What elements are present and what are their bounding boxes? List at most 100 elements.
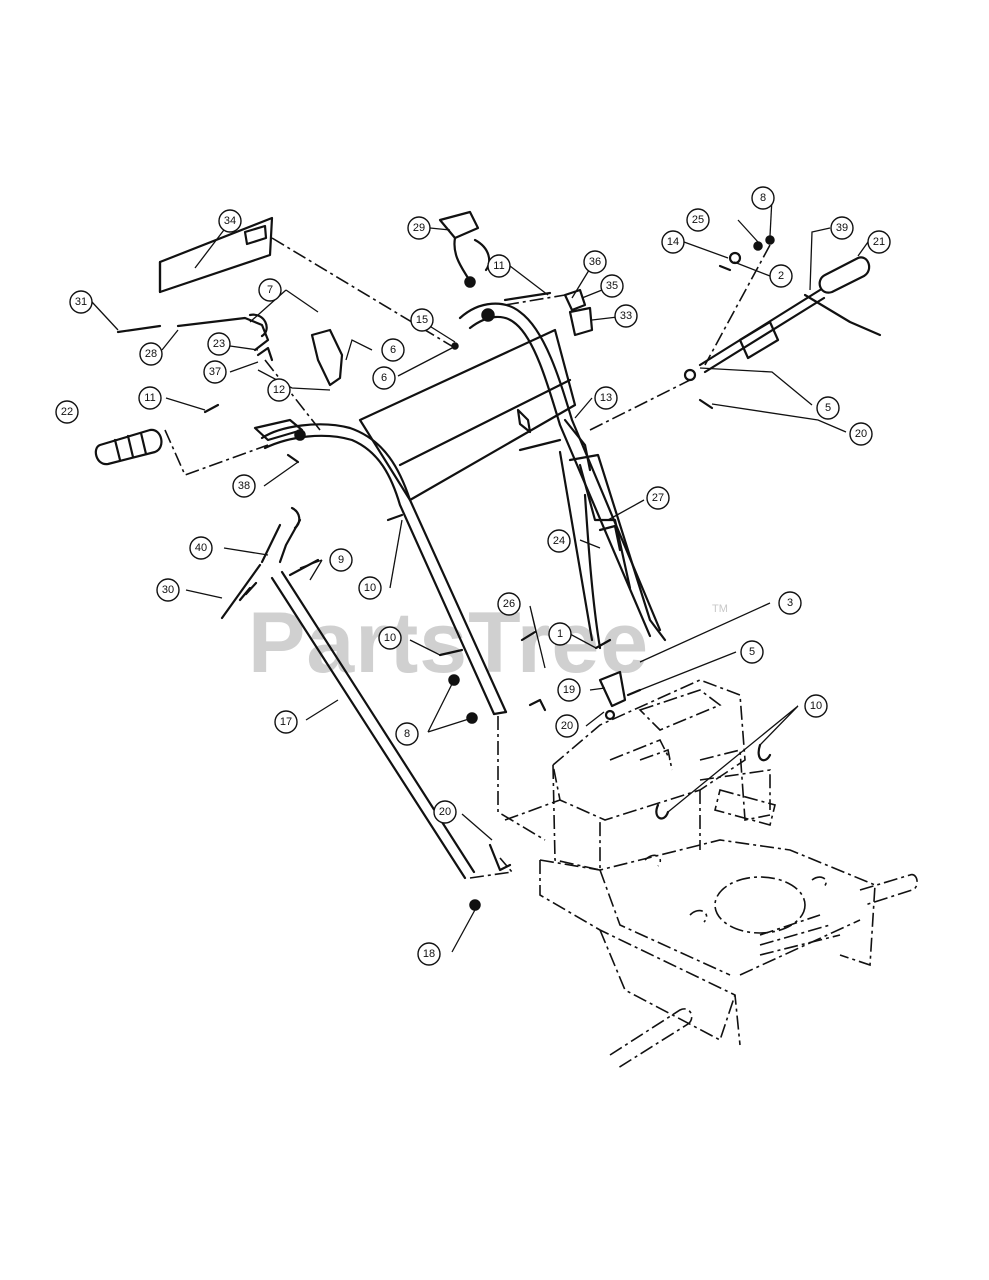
- callout-27: 27: [646, 486, 670, 510]
- callout-7: 7: [258, 278, 282, 302]
- svg-text:35: 35: [606, 280, 618, 292]
- spring-and-cable: [220, 523, 320, 620]
- svg-text:29: 29: [413, 222, 425, 234]
- callout-26: 26: [497, 592, 521, 616]
- svg-text:18: 18: [423, 948, 435, 960]
- callout-35: 35: [600, 274, 624, 298]
- callout-20-top: 20: [849, 422, 873, 446]
- chassis-housing: [497, 679, 918, 1069]
- svg-text:20: 20: [855, 428, 867, 440]
- svg-text:6: 6: [390, 344, 396, 356]
- callout-33: 33: [614, 304, 638, 328]
- callout-24: 24: [547, 529, 571, 553]
- svg-text:34: 34: [224, 215, 236, 227]
- callout-39: 39: [830, 216, 854, 240]
- svg-text:36: 36: [589, 256, 601, 268]
- left-pivot-hardware: [203, 403, 306, 464]
- svg-text:22: 22: [61, 406, 73, 418]
- callout-36: 36: [583, 250, 607, 274]
- callout-8-top: 8: [751, 186, 775, 210]
- callout-11: 11: [487, 254, 511, 278]
- handle-cross-panel: [358, 328, 577, 502]
- svg-text:11: 11: [144, 392, 155, 404]
- callout-9: 9: [329, 548, 353, 572]
- svg-text:24: 24: [553, 535, 565, 547]
- callout-12: 12: [267, 378, 291, 402]
- top-bracket: [438, 210, 491, 288]
- svg-text:2: 2: [778, 270, 784, 282]
- svg-text:8: 8: [404, 728, 410, 740]
- callout-5-lower: 5: [740, 640, 764, 664]
- callout-11-left: 11: [138, 386, 162, 410]
- watermark-tm: TM: [712, 603, 728, 615]
- svg-text:20: 20: [439, 806, 451, 818]
- control-panel-plate: [158, 216, 456, 349]
- left-hand-grip: [94, 428, 269, 477]
- callout-23: 23: [207, 332, 231, 356]
- svg-text:1: 1: [557, 628, 563, 640]
- callout-31: 31: [69, 290, 93, 314]
- svg-text:3: 3: [787, 597, 793, 609]
- svg-text:31: 31: [75, 296, 87, 308]
- svg-text:13: 13: [600, 392, 612, 404]
- callout-20-middle: 20: [555, 714, 579, 738]
- callout-29: 29: [407, 216, 431, 240]
- callout-10-upper: 10: [358, 576, 382, 600]
- svg-text:30: 30: [162, 584, 174, 596]
- callout-10-right: 10: [804, 694, 828, 718]
- callout-34: 34: [218, 209, 242, 233]
- callout-40: 40: [189, 536, 213, 560]
- svg-text:39: 39: [836, 222, 848, 234]
- callout-25: 25: [686, 208, 710, 232]
- svg-text:11: 11: [493, 260, 504, 272]
- svg-text:23: 23: [213, 338, 225, 350]
- callouts: 34 29 11 36 35 33 8 25 14 2 39 21 31 28 …: [55, 186, 891, 966]
- callout-20-lower: 20: [433, 800, 457, 824]
- svg-text:33: 33: [620, 310, 632, 322]
- callout-6-lower: 6: [372, 366, 396, 390]
- svg-text:5: 5: [749, 646, 755, 658]
- watermark: PartsTree: [248, 595, 649, 691]
- callout-22: 22: [55, 400, 79, 424]
- callout-1: 1: [548, 622, 572, 646]
- svg-text:7: 7: [267, 284, 273, 296]
- svg-text:19: 19: [563, 684, 575, 696]
- svg-text:10: 10: [384, 632, 396, 644]
- callout-17: 17: [274, 710, 298, 734]
- callout-38: 38: [232, 474, 256, 498]
- left-control-lever: [116, 313, 344, 431]
- svg-text:37: 37: [209, 366, 221, 378]
- svg-text:28: 28: [145, 348, 157, 360]
- svg-text:17: 17: [280, 716, 292, 728]
- svg-text:14: 14: [667, 236, 679, 248]
- svg-text:26: 26: [503, 598, 515, 610]
- svg-text:9: 9: [338, 554, 344, 566]
- callout-37: 37: [203, 360, 227, 384]
- lower-handle: [518, 418, 667, 650]
- callout-2: 2: [769, 264, 793, 288]
- callout-14: 14: [661, 230, 685, 254]
- callout-28: 28: [139, 342, 163, 366]
- callout-3: 3: [778, 591, 802, 615]
- callout-6-right: 6: [381, 338, 405, 362]
- svg-text:10: 10: [810, 700, 822, 712]
- svg-text:12: 12: [273, 384, 285, 396]
- control-rod: [270, 506, 514, 880]
- svg-text:25: 25: [692, 214, 704, 226]
- svg-text:10: 10: [364, 582, 376, 594]
- callout-10-middle: 10: [378, 626, 402, 650]
- callout-21: 21: [867, 230, 891, 254]
- callout-5-top: 5: [816, 396, 840, 420]
- svg-text:6: 6: [381, 372, 387, 384]
- svg-text:27: 27: [652, 492, 664, 504]
- svg-text:8: 8: [760, 192, 766, 204]
- svg-text:20: 20: [561, 720, 573, 732]
- svg-text:15: 15: [416, 314, 428, 326]
- callout-19: 19: [557, 678, 581, 702]
- callout-15: 15: [410, 308, 434, 332]
- callout-8-lower: 8: [395, 722, 419, 746]
- leader-lines: [91, 197, 869, 953]
- callout-30: 30: [156, 578, 180, 602]
- upper-hardware: [451, 288, 594, 350]
